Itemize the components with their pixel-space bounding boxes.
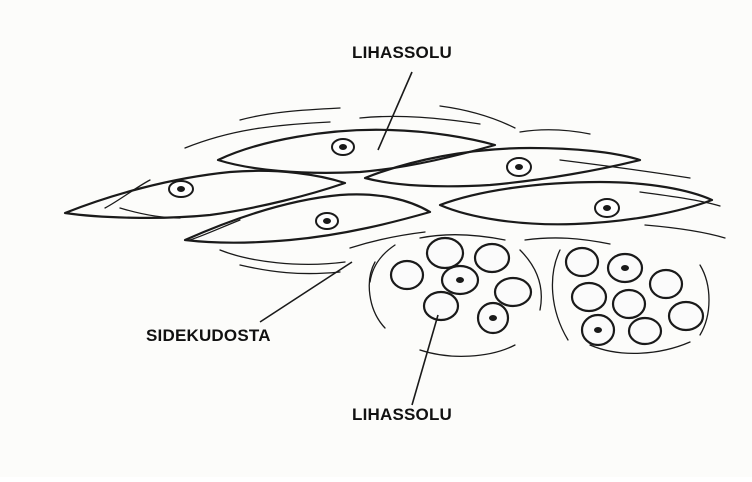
spindle-nucleus-4 bbox=[316, 213, 338, 229]
spindle-nucleus-2 bbox=[169, 181, 193, 197]
spindle-cell-1 bbox=[218, 130, 495, 173]
label-pointers bbox=[260, 72, 438, 405]
cross-section-bundle-right bbox=[552, 248, 709, 353]
spindle-nucleus-3 bbox=[507, 158, 531, 176]
cross-section-bundle-left bbox=[369, 238, 541, 356]
spindle-cell-3 bbox=[365, 148, 640, 186]
label-connective-tissue: SIDEKUDOSTA bbox=[146, 326, 271, 346]
spindle-nucleus-1 bbox=[332, 139, 354, 155]
pointer-top bbox=[378, 72, 412, 150]
spindle-nucleus-5 bbox=[595, 199, 619, 217]
pointer-bottom bbox=[412, 315, 438, 405]
spindle-cell-4 bbox=[185, 194, 430, 242]
spindle-cells bbox=[65, 130, 712, 243]
label-muscle-cell-top: LIHASSOLU bbox=[352, 43, 452, 63]
spindle-cell-2 bbox=[65, 171, 345, 218]
label-muscle-cell-bottom: LIHASSOLU bbox=[352, 405, 452, 425]
spindle-cell-5 bbox=[440, 182, 712, 224]
